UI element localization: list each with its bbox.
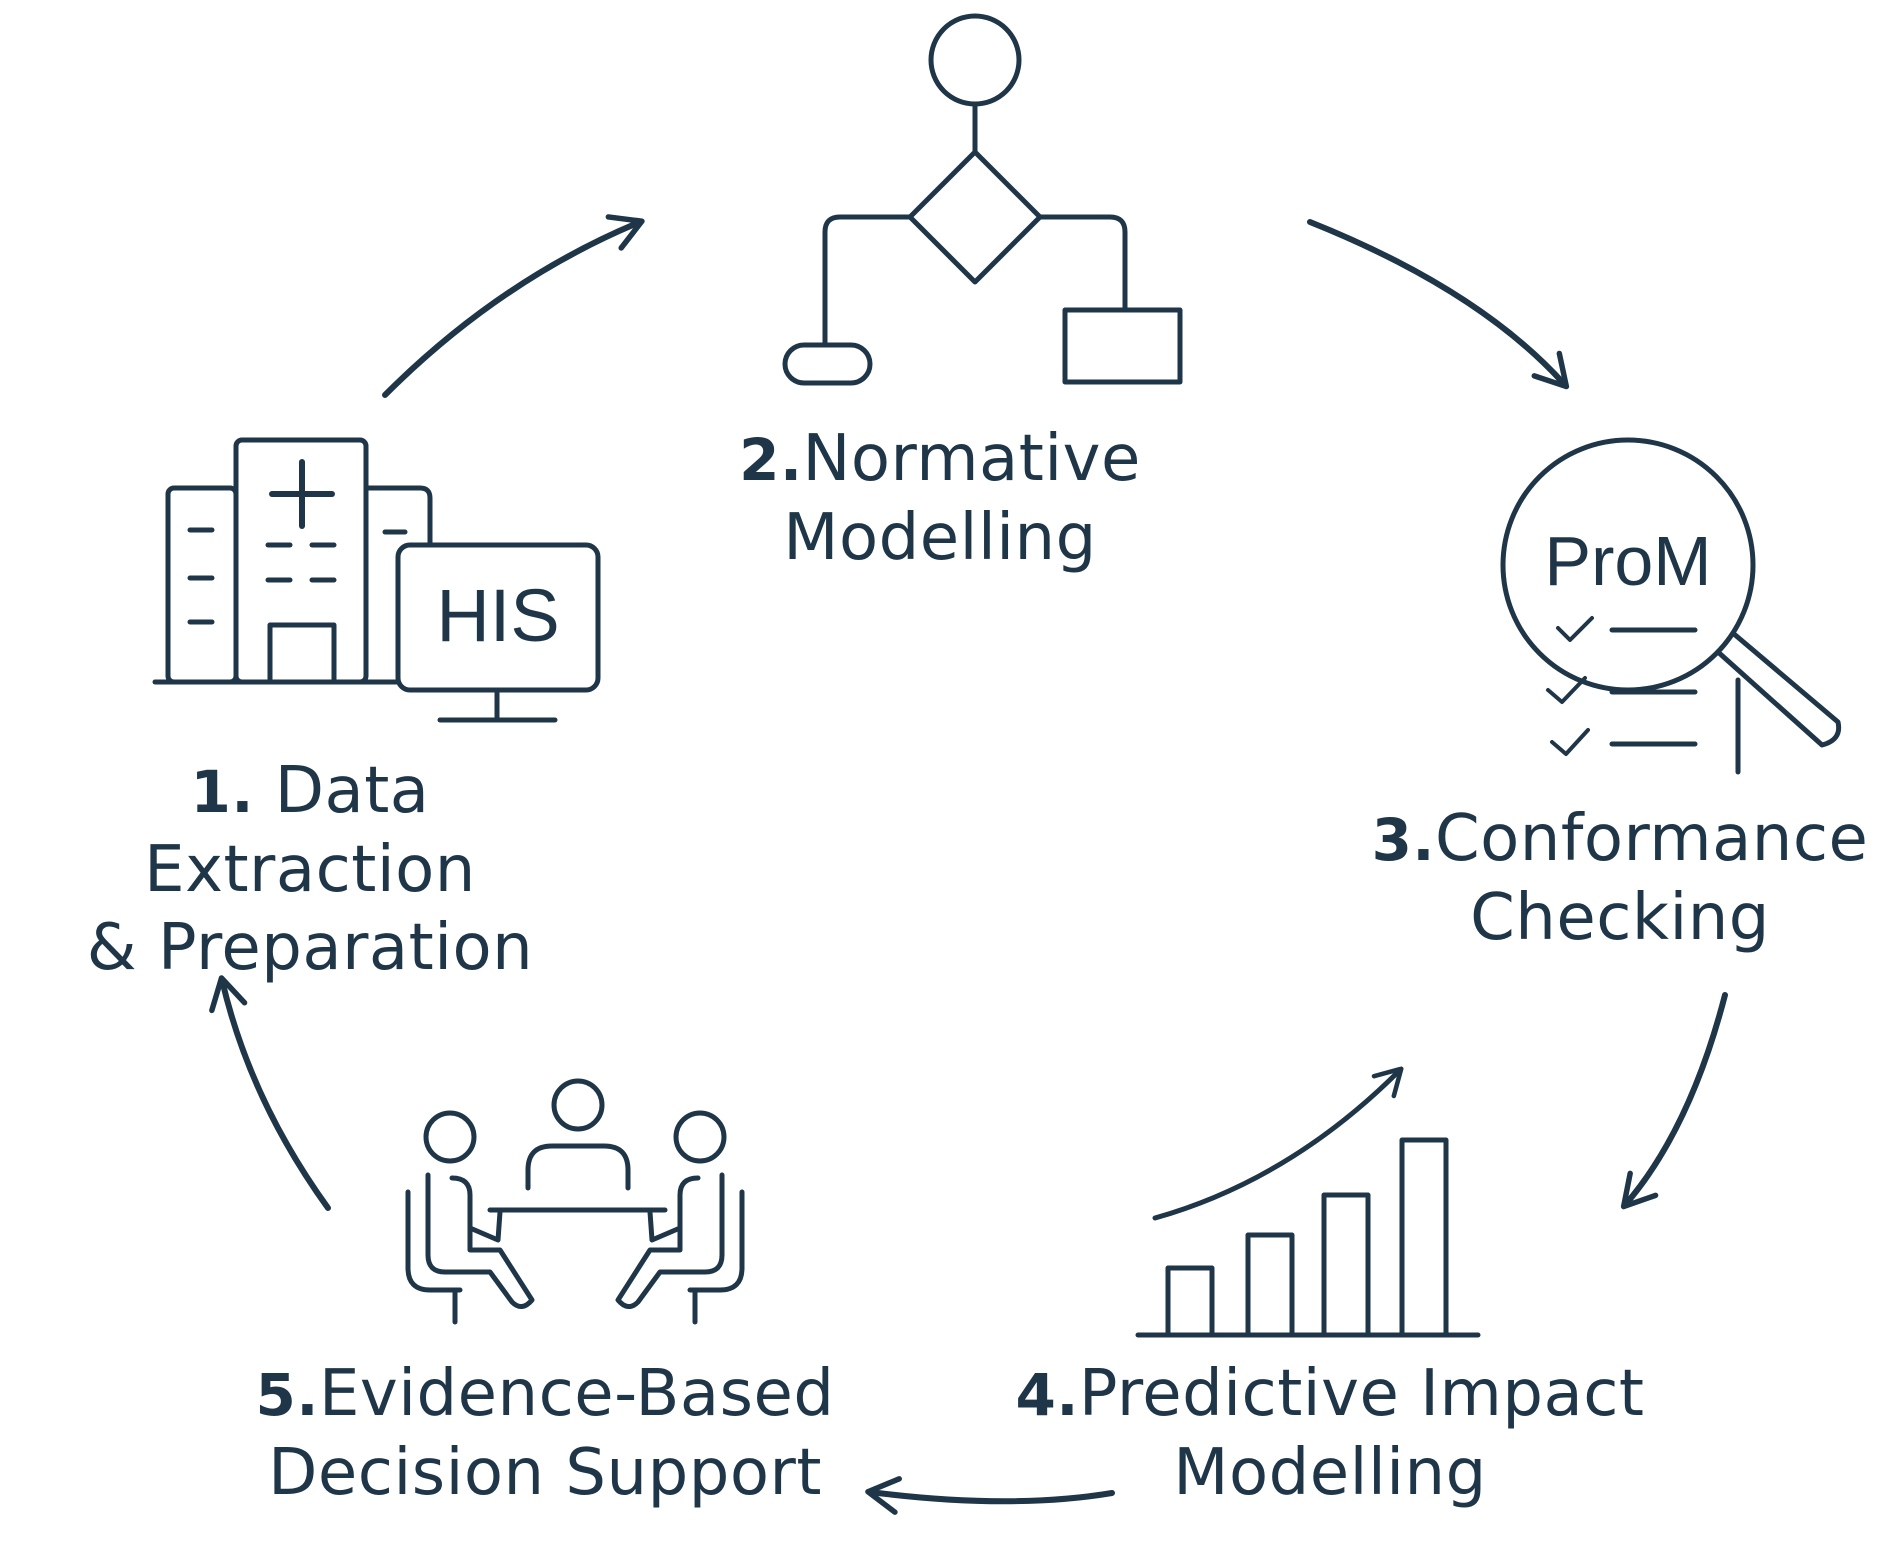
his-label: HIS: [436, 574, 559, 657]
stage-4-title-line2: Modelling: [1173, 1436, 1487, 1510]
his-monitor-icon: HIS: [395, 542, 601, 723]
flowchart-icon: [782, 13, 1183, 386]
stage-3-title-line2: Checking: [1470, 881, 1770, 955]
arrow-2-to-3: [1307, 219, 1570, 390]
stage-2-title-line1: Normative: [802, 422, 1141, 496]
stage-3-label: 3.Conformance Checking: [1370, 800, 1870, 957]
meeting-icon: [405, 1078, 745, 1325]
arrow-3-to-4: [1620, 992, 1728, 1210]
arrow-4-to-5: [865, 1476, 1115, 1515]
stage-1-number: 1.: [190, 758, 254, 826]
stage-5-number: 5.: [255, 1361, 319, 1429]
checklist-icon: [1546, 616, 1698, 756]
arrow-1-to-2: [382, 214, 645, 398]
stage-5-label: 5.Evidence-Based Decision Support: [235, 1355, 855, 1512]
stage-4-number: 4.: [1015, 1361, 1079, 1429]
stage-1-title-line2: & Preparation: [86, 911, 534, 985]
stage-4-label: 4.Predictive Impact Modelling: [1010, 1355, 1650, 1512]
stage-2-title-line2: Modelling: [783, 501, 1097, 575]
stage-1-title-line1: Data Extraction: [144, 754, 476, 907]
magnifier-icon: ProM: [1500, 437, 1842, 775]
arrow-5-to-1: [209, 975, 331, 1211]
stage-3-number: 3.: [1371, 806, 1435, 874]
stage-2-label: 2.Normative Modelling: [730, 420, 1150, 577]
stage-5-title-line2: Decision Support: [268, 1436, 822, 1510]
stage-2-number: 2.: [739, 426, 803, 494]
stage-4-title-line1: Predictive Impact: [1078, 1357, 1645, 1431]
stage-3-title-line1: Conformance: [1434, 802, 1869, 876]
stage-5-title-line1: Evidence-Based: [318, 1357, 835, 1431]
bar-chart-icon: [1135, 1066, 1481, 1338]
hospital-icon: [152, 437, 433, 685]
stage-1-label: 1. Data Extraction & Preparation: [20, 752, 600, 987]
prom-label: ProM: [1544, 522, 1711, 600]
